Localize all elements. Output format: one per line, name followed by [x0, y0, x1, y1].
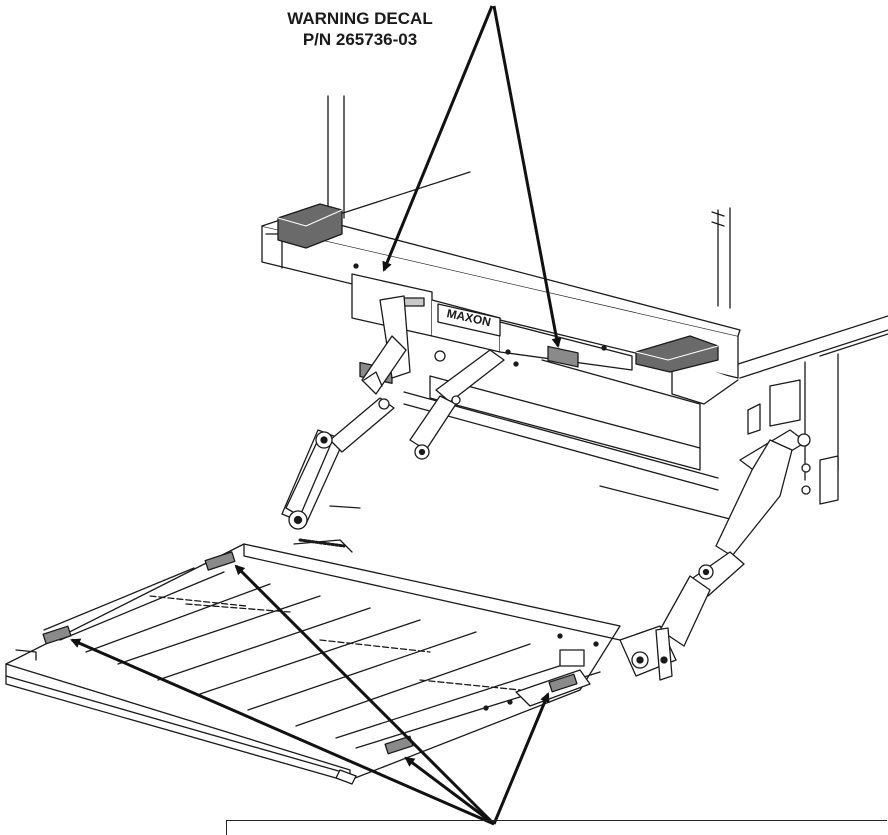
right-bumper — [635, 335, 719, 373]
platform-decal-left — [42, 625, 72, 645]
callout-line-1: WARNING DECAL — [287, 9, 433, 28]
right-hinge — [619, 625, 677, 681]
callout-arrows — [70, 5, 562, 826]
sill-decal-right — [547, 345, 579, 368]
logo-plate: MAXON — [437, 303, 501, 337]
center-linkage — [409, 349, 519, 460]
right-lift-arm — [659, 379, 839, 647]
callout-line-2: P/N 265736-03 — [302, 30, 418, 49]
decal-callout-label: WARNING DECAL P/N 265736-03 — [240, 8, 480, 50]
platform — [5, 538, 621, 785]
truck-frame — [327, 95, 888, 481]
arrow-to-sill-left — [382, 5, 494, 272]
left-lift-arm — [281, 295, 411, 530]
platform-decal-right — [548, 673, 578, 693]
left-bumper — [277, 203, 343, 249]
arrow-to-platform-top — [234, 564, 496, 826]
arrow-to-platform-right — [492, 692, 550, 825]
torque-tube — [329, 359, 735, 521]
platform-decal-top — [204, 551, 236, 571]
arrow-to-sill-right — [492, 5, 562, 348]
bottom-callout-frame — [226, 820, 887, 835]
sill-small-decal — [403, 297, 425, 307]
arrow-to-platform-front — [404, 756, 495, 826]
sill-beam — [261, 213, 741, 405]
arrow-to-platform-left — [70, 638, 495, 826]
